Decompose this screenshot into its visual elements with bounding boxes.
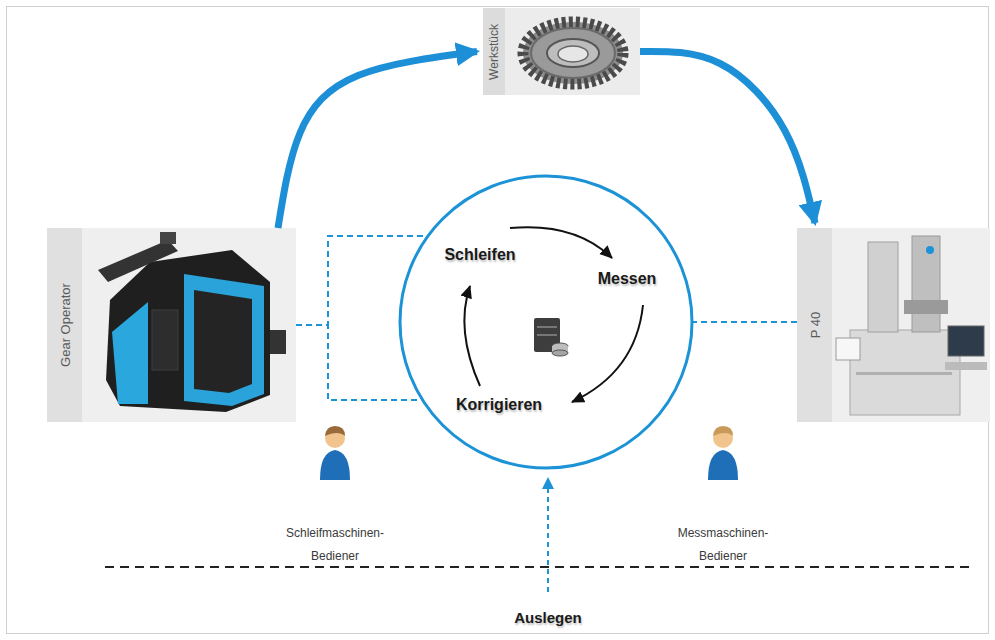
measuring-machine-picture [836, 236, 987, 415]
label-strip: P 40 [797, 228, 832, 422]
machine-panel: P 40 [797, 228, 990, 422]
data-link-path [693, 321, 797, 323]
role-label: Messmaschinen- Bediener [661, 522, 785, 568]
loop-outline [398, 174, 694, 470]
flow-arrow [278, 52, 477, 229]
process-loop: SchleifenMessenKorrigieren [398, 174, 694, 470]
panel-title: Werkstück [487, 24, 501, 80]
cycle-arrow [464, 286, 480, 386]
person-icon [320, 426, 350, 480]
label-strip: Werkstück [483, 8, 505, 95]
design-arrow [547, 478, 549, 592]
step-label: Korrigieren [456, 396, 542, 414]
role-label: Schleifmaschinen- Bediener [273, 522, 397, 568]
panel-ground [82, 228, 296, 422]
step-label: Schleifen [444, 246, 515, 264]
flow-arrow-path [640, 51, 815, 223]
grinding-machine-picture [98, 232, 286, 412]
panel-title: P 40 [807, 312, 822, 339]
panel-ground [832, 228, 990, 422]
data-link-path [296, 325, 421, 400]
panel-ground [505, 8, 640, 95]
loop-circle [400, 176, 692, 468]
panel-title: Gear Operator [57, 283, 72, 367]
machine-panel: Gear Operator [47, 228, 296, 422]
step-label: Messen [598, 270, 657, 288]
label-strip: Gear Operator [47, 228, 82, 422]
cycle-arrow [572, 305, 643, 402]
bevel-gear-picture [523, 22, 623, 84]
server-icon [534, 318, 568, 356]
phase-label: Auslegen [478, 603, 618, 632]
cycle-arrow [510, 227, 612, 258]
data-link [693, 322, 797, 323]
workpiece-panel: Werkstück [483, 8, 640, 95]
flow-arrow [640, 51, 815, 223]
flow-arrow-path [278, 52, 477, 229]
person-icon [708, 426, 738, 480]
separator-line [105, 566, 970, 568]
data-link [296, 236, 427, 400]
